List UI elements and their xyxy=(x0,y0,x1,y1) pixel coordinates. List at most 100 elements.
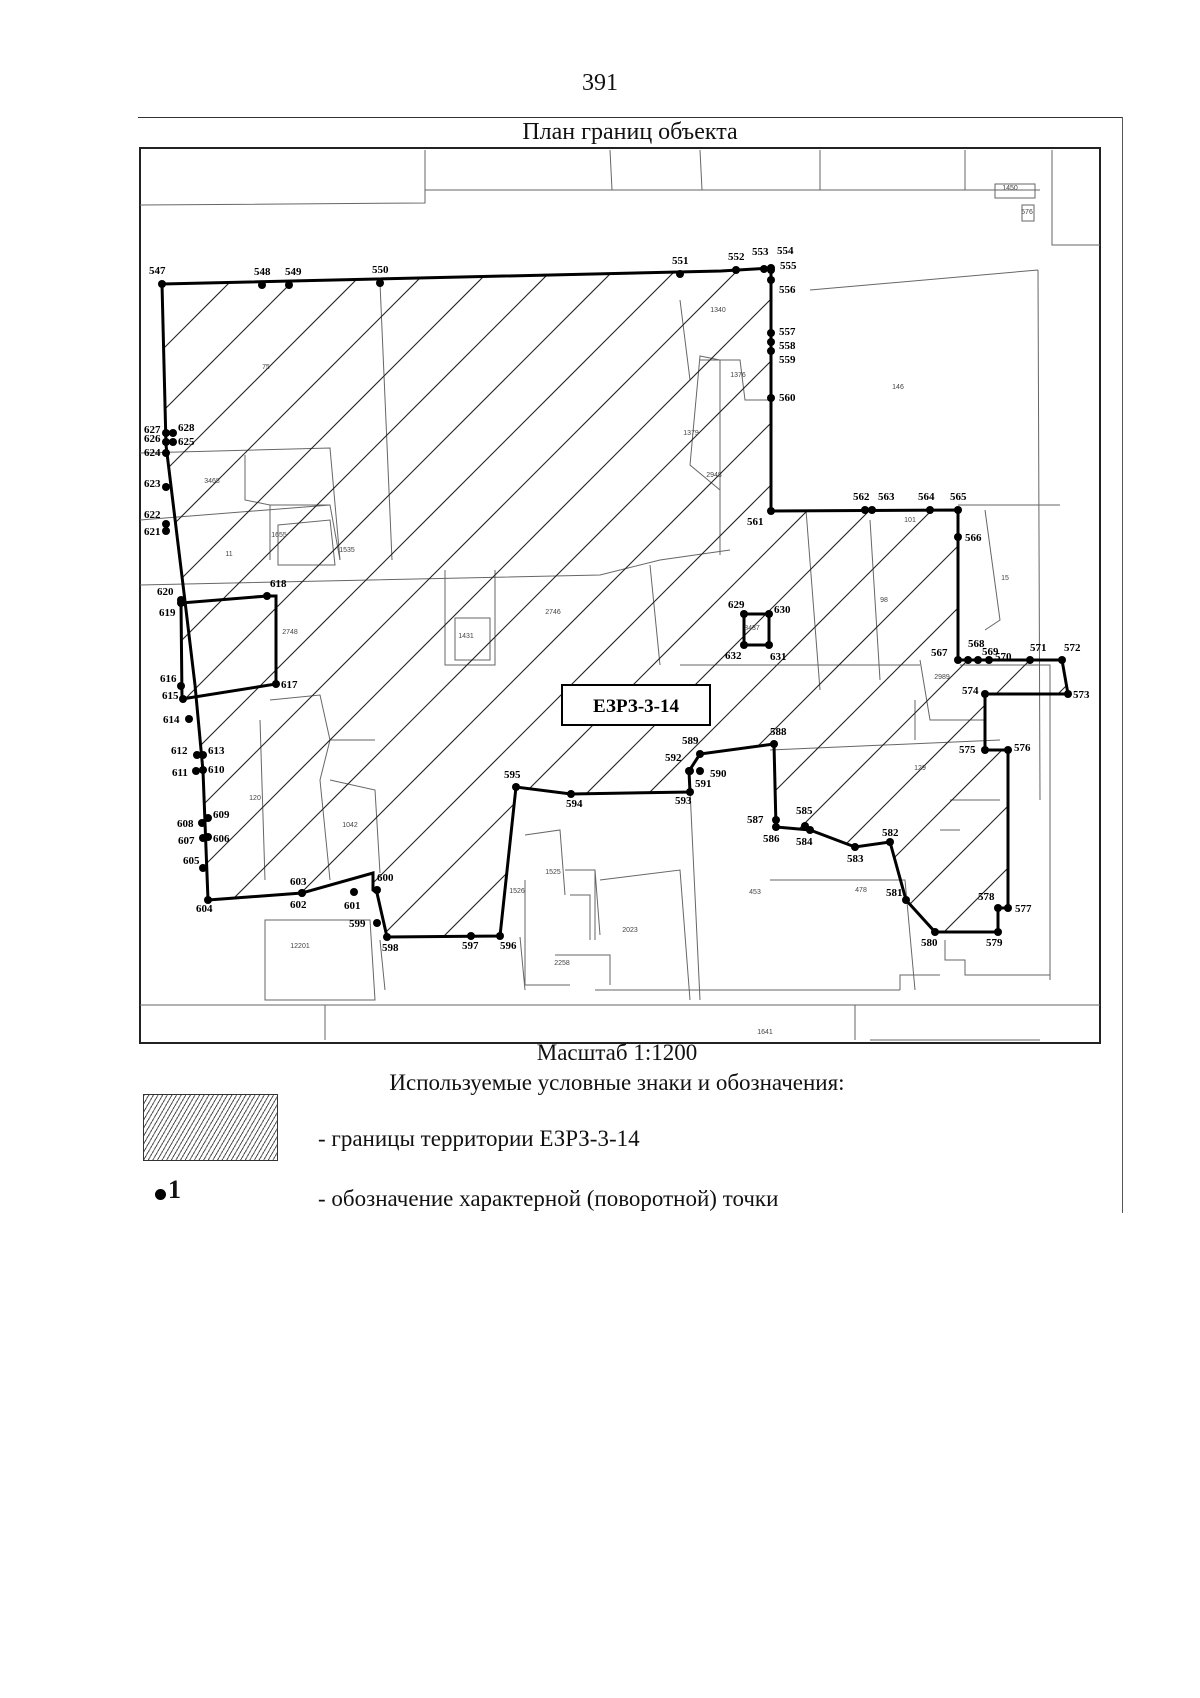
parcel-label: 146 xyxy=(892,384,904,391)
point-609 xyxy=(204,814,212,822)
point-label-599: 599 xyxy=(349,918,366,930)
scale-text: Масштаб 1:1200 xyxy=(536,1040,698,1065)
legend-point-icon xyxy=(155,1189,166,1200)
point-label-597: 597 xyxy=(462,940,479,952)
point-577 xyxy=(1004,904,1012,912)
parcel-label: 15 xyxy=(1001,575,1009,582)
legend-hatch-swatch xyxy=(143,1094,278,1161)
point-567 xyxy=(954,656,962,664)
point-label-561: 561 xyxy=(747,516,764,528)
point-label-569: 569 xyxy=(982,646,999,658)
point-608 xyxy=(198,819,206,827)
point-629 xyxy=(740,610,748,618)
point-label-629: 629 xyxy=(728,599,745,611)
parcel-label: 1535 xyxy=(339,547,355,554)
point-label-568: 568 xyxy=(968,638,985,650)
point-549 xyxy=(285,281,293,289)
parcel-label: 1431 xyxy=(458,633,474,640)
point-562 xyxy=(861,506,869,514)
point-548 xyxy=(258,281,266,289)
point-581 xyxy=(902,896,910,904)
point-label-553: 553 xyxy=(752,246,769,258)
parcel-number-labels: 1450576346816551535112748143127463437134… xyxy=(204,185,1033,1036)
point-label-596: 596 xyxy=(500,940,517,952)
point-585 xyxy=(801,822,809,830)
point-label-609: 609 xyxy=(213,809,230,821)
point-557 xyxy=(767,329,775,337)
point-label-574: 574 xyxy=(962,685,979,697)
parcel-label: 2989 xyxy=(934,674,950,681)
parcel-label: 3468 xyxy=(204,478,220,485)
point-label-613: 613 xyxy=(208,745,225,757)
point-610 xyxy=(199,766,207,774)
point-575 xyxy=(981,746,989,754)
point-label-581: 581 xyxy=(886,887,903,899)
parcel-label: 12201 xyxy=(290,943,310,950)
point-label-592: 592 xyxy=(665,752,682,764)
point-579 xyxy=(994,928,1002,936)
point-574 xyxy=(981,690,989,698)
point-label-577: 577 xyxy=(1015,903,1032,915)
cadastral-parcel-lines xyxy=(139,149,1100,1041)
parcel-label: 2746 xyxy=(545,609,561,616)
point-label-618: 618 xyxy=(270,578,287,590)
point-label-623: 623 xyxy=(144,478,161,490)
point-label-562: 562 xyxy=(853,491,870,503)
zone-label: ЕЗРЗ-3-14 xyxy=(593,696,679,717)
point-label-612: 612 xyxy=(171,745,188,757)
point-588 xyxy=(770,740,778,748)
point-label-578: 578 xyxy=(978,891,995,903)
point-label-598: 598 xyxy=(382,942,399,954)
parcel-label: 1340 xyxy=(710,307,726,314)
point-label-610: 610 xyxy=(208,764,225,776)
point-label-619: 619 xyxy=(159,607,176,619)
point-569 xyxy=(974,656,982,664)
point-547 xyxy=(158,280,166,288)
point-566 xyxy=(954,533,962,541)
point-label-630: 630 xyxy=(774,604,791,616)
parcel-label: 1376 xyxy=(730,372,746,379)
point-623 xyxy=(162,483,170,491)
point-627 xyxy=(162,429,170,437)
point-label-552: 552 xyxy=(728,251,745,263)
parcel-label: 453 xyxy=(749,889,761,896)
point-label-585: 585 xyxy=(796,805,813,817)
point-label-573: 573 xyxy=(1073,689,1090,701)
point-label-555: 555 xyxy=(780,260,797,272)
parcel-label: 1641 xyxy=(757,1029,773,1036)
point-label-557: 557 xyxy=(779,326,796,338)
parcel-label: 1525 xyxy=(545,869,561,876)
point-607 xyxy=(199,834,207,842)
point-label-560: 560 xyxy=(779,392,796,404)
point-576 xyxy=(1004,746,1012,754)
point-624 xyxy=(162,449,170,457)
point-label-591: 591 xyxy=(695,778,712,790)
point-600 xyxy=(373,886,381,894)
parcel-label: 478 xyxy=(855,887,867,894)
frame-right-border xyxy=(1122,117,1123,1213)
parcel-label: 98 xyxy=(880,597,888,604)
point-555 xyxy=(767,266,775,274)
point-587 xyxy=(772,816,780,824)
point-618 xyxy=(263,592,271,600)
parcel-label: 2258 xyxy=(554,960,570,967)
point-label-631: 631 xyxy=(770,651,787,663)
point-605 xyxy=(199,864,207,872)
characteristic-points xyxy=(158,264,1072,941)
point-label-624: 624 xyxy=(144,447,161,459)
point-573 xyxy=(1064,690,1072,698)
point-560 xyxy=(767,394,775,402)
point-label-627: 627 xyxy=(144,424,161,436)
point-label-548: 548 xyxy=(254,266,271,278)
point-label-590: 590 xyxy=(710,768,727,780)
point-label-572: 572 xyxy=(1064,642,1081,654)
point-label-620: 620 xyxy=(157,586,174,598)
point-599 xyxy=(373,919,381,927)
point-label-594: 594 xyxy=(566,798,583,810)
point-label-567: 567 xyxy=(931,647,948,659)
point-label-602: 602 xyxy=(290,899,307,911)
point-label-575: 575 xyxy=(959,744,976,756)
point-564 xyxy=(926,506,934,514)
